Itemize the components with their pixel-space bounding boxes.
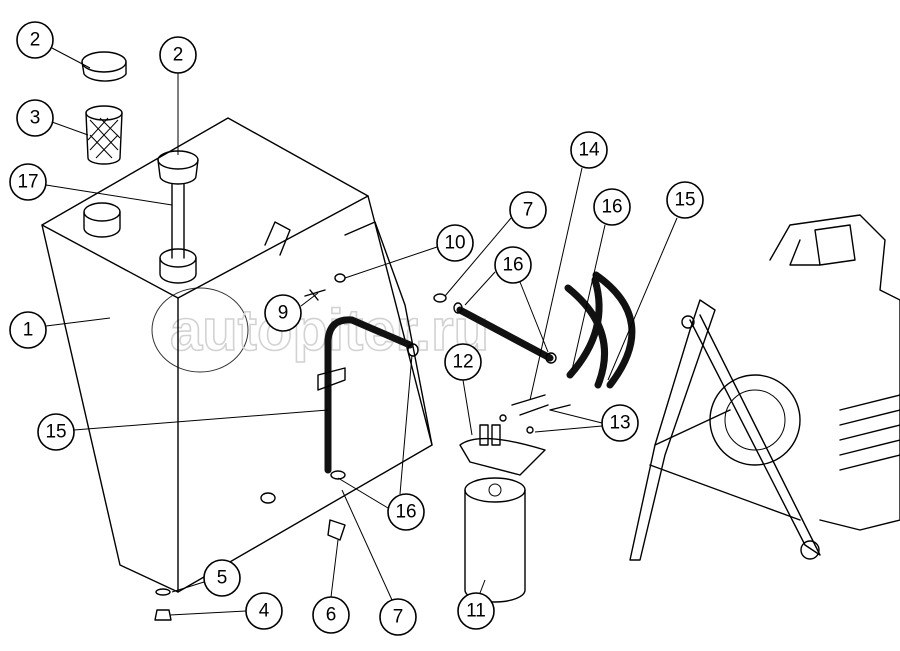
callout-16-right: 16: [593, 188, 631, 226]
svg-text:10: 10: [444, 233, 465, 254]
filler-cap: [81, 51, 127, 82]
svg-text:17: 17: [17, 172, 38, 193]
callout-13: 13: [601, 404, 639, 442]
svg-text:3: 3: [30, 108, 41, 129]
callout-5: 5: [203, 559, 241, 597]
callout-17: 17: [9, 163, 47, 201]
callout-7-bottom: 7: [379, 598, 417, 636]
svg-text:16: 16: [502, 255, 523, 276]
fuel-filter: [459, 394, 571, 603]
callout-4: 4: [245, 592, 283, 630]
callout-15-left: 15: [37, 413, 75, 451]
svg-text:11: 11: [466, 601, 486, 622]
callout-9: 9: [264, 294, 302, 332]
engine: [629, 214, 900, 561]
svg-text:7: 7: [523, 200, 534, 221]
svg-text:7: 7: [393, 607, 404, 628]
fuel-tank: [41, 117, 433, 593]
svg-text:13: 13: [609, 413, 630, 434]
callout-6: 6: [312, 596, 350, 634]
svg-text:16: 16: [395, 502, 416, 523]
callout-14: 14: [570, 131, 608, 169]
callout-1: 1: [9, 311, 47, 349]
callout-2-filler: 2: [159, 36, 197, 74]
leader-lines: [45, 47, 678, 616]
watermark: autopiter.ru: [151, 287, 490, 373]
callout-3: 3: [16, 99, 54, 137]
callout-2-cap: 2: [16, 21, 54, 59]
filler-cap-2: [157, 150, 199, 259]
callout-7-top: 7: [509, 191, 547, 229]
callout-15-right: 15: [666, 181, 704, 219]
svg-text:4: 4: [259, 601, 270, 622]
callout-12: 12: [444, 343, 482, 381]
strainer: [85, 105, 123, 165]
callout-11: 11: [457, 592, 495, 630]
svg-text:14: 14: [578, 140, 600, 161]
svg-text:2: 2: [173, 45, 184, 66]
svg-text:1: 1: [23, 320, 34, 341]
svg-text:15: 15: [674, 190, 695, 211]
svg-text:5: 5: [217, 568, 228, 589]
svg-text:16: 16: [601, 197, 622, 218]
svg-text:6: 6: [326, 605, 337, 626]
svg-text:9: 9: [278, 303, 289, 324]
callout-16-mid: 16: [494, 246, 532, 284]
svg-text:12: 12: [452, 352, 473, 373]
callout-10: 10: [436, 224, 474, 262]
svg-text:2: 2: [30, 30, 41, 51]
callout-16-bottom: 16: [387, 493, 425, 531]
svg-text:15: 15: [45, 422, 66, 443]
